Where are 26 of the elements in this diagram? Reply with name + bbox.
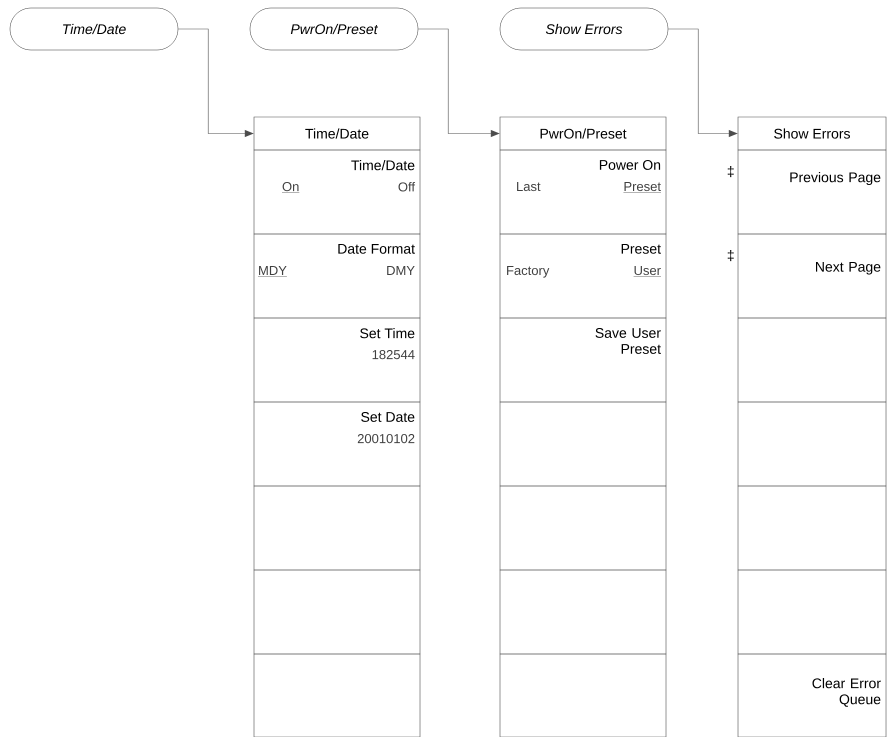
softkey: Power On Last Preset bbox=[500, 150, 666, 234]
softkey: Date Format MDY DMY bbox=[254, 234, 420, 318]
menu-header: PwrOn/Preset bbox=[500, 116, 666, 150]
menu-header: Show Errors bbox=[738, 116, 886, 150]
empty-softkey bbox=[738, 318, 886, 402]
empty-softkey bbox=[738, 486, 886, 570]
softkey: Save User Preset bbox=[500, 318, 666, 402]
empty-softkey bbox=[738, 402, 886, 486]
empty-softkey bbox=[254, 570, 420, 654]
empty-softkey bbox=[254, 654, 420, 737]
softkey: Time/Date On Off bbox=[254, 150, 420, 234]
empty-softkey bbox=[500, 486, 666, 570]
softkey: Set Date 20010102 bbox=[254, 402, 420, 486]
softkey: Clear Error Queue bbox=[738, 654, 886, 737]
node-label: ‡ bbox=[728, 250, 734, 262]
softkey: Next Page ‡ bbox=[728, 234, 886, 318]
empty-softkey bbox=[500, 570, 666, 654]
empty-softkey bbox=[254, 486, 420, 570]
softkey: Set Time 182544 bbox=[254, 318, 420, 402]
softkey: Previous Page ‡ bbox=[728, 150, 886, 234]
empty-softkey bbox=[500, 654, 666, 737]
empty-softkey bbox=[500, 402, 666, 486]
menu-header: Time/Date bbox=[254, 116, 420, 150]
node-label: ‡ bbox=[728, 166, 734, 178]
empty-softkey bbox=[738, 570, 886, 654]
softkey: Preset Factory User bbox=[500, 234, 666, 318]
